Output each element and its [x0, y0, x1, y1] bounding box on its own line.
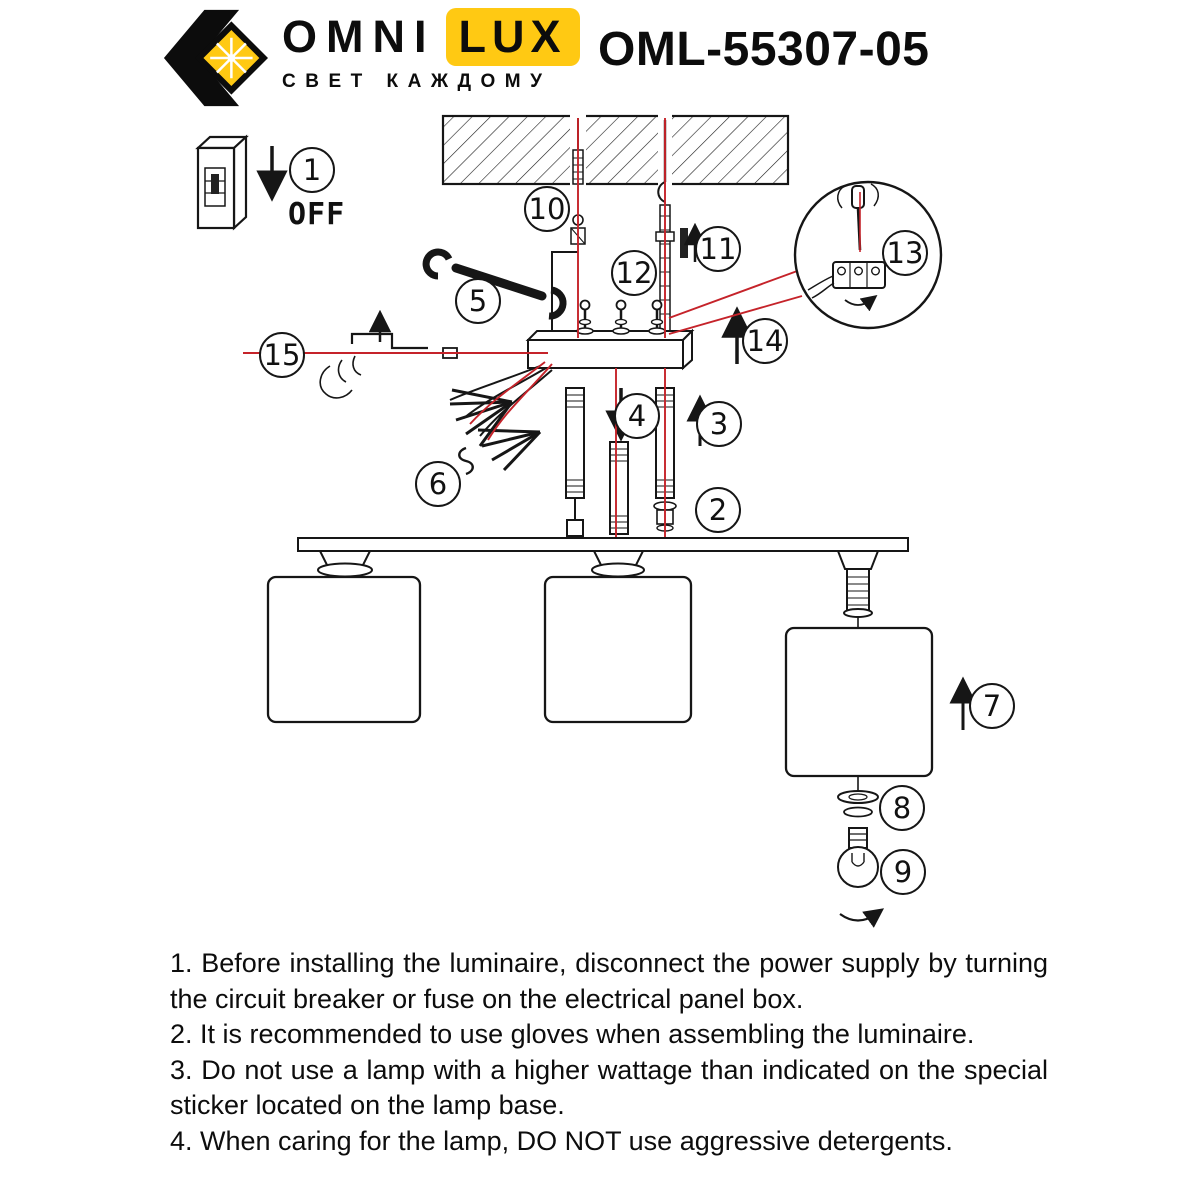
brand-tagline: СВЕТ КАЖДОМУ: [282, 71, 552, 92]
screw-icons: [576, 299, 666, 335]
model-number: OML-55307-05: [598, 23, 930, 76]
lampshade-middle: [543, 575, 693, 724]
callout-15: 15: [259, 332, 305, 378]
pin-icon: [680, 228, 688, 258]
callout-6: 6: [415, 461, 461, 507]
omnilux-logo-icon: [163, 9, 268, 107]
mounting-plate-icon: [525, 328, 695, 371]
canopy-left-icon: [317, 550, 373, 578]
callout-9: 9: [880, 849, 926, 895]
ceiling-icon: [441, 114, 790, 186]
connector-block-icon: [566, 519, 584, 537]
brand-name-lux: LUX: [445, 8, 580, 66]
canopy-middle-icon: [591, 550, 645, 578]
callout-3: 3: [696, 401, 742, 447]
callout-4: 4: [614, 393, 660, 439]
off-label: OFF: [288, 197, 345, 232]
header: OMNI LUX СВЕТ КАЖДОМУ OML-55307-05: [0, 0, 1200, 110]
power-panel-icon: [195, 134, 249, 231]
instruction-step-4: 4. When caring for the lamp, DO NOT use …: [170, 1125, 953, 1156]
callout-14: 14: [742, 318, 788, 364]
fixture-bar: [297, 537, 909, 552]
threaded-pipe-left-icon: [565, 387, 585, 499]
rotate-arrow-icon: [839, 908, 885, 928]
callout-13: 13: [882, 230, 928, 276]
spring-icon: [458, 446, 474, 476]
threaded-pipe-middle-icon: [609, 441, 629, 535]
callout-7: 7: [969, 683, 1015, 729]
instruction-step-2: 2. It is recommended to use gloves when …: [170, 1019, 975, 1049]
instructions: 1. Before installing the luminaire, disc…: [170, 946, 1048, 1159]
brand-logo: OMNI LUX СВЕТ КАЖДОМУ: [162, 8, 580, 108]
instruction-step-3: 3. Do not use a lamp with a higher watta…: [170, 1054, 1048, 1121]
instruction-step-1: 1. Before installing the luminaire, disc…: [170, 948, 1048, 1014]
callout-8: 8: [879, 785, 925, 831]
callout-11: 11: [695, 226, 741, 272]
wrench-icon: [422, 248, 567, 320]
callout-10: 10: [524, 186, 570, 232]
callout-1: 1: [289, 147, 335, 193]
bulb-icon: [837, 790, 879, 888]
brand-name-omni: OMNI: [282, 11, 436, 62]
callout-12: 12: [611, 250, 657, 296]
socket-right-icon: [836, 550, 880, 618]
detail-circle: [793, 180, 943, 330]
wire-bundle-icons: [449, 365, 553, 472]
lampshade-right: [784, 626, 934, 778]
brand-text: OMNI LUX СВЕТ КАЖДОМУ: [282, 8, 580, 93]
hand-icon: [319, 332, 428, 399]
lampshade-left: [266, 575, 422, 724]
callout-2: 2: [695, 487, 741, 533]
callout-5: 5: [455, 278, 501, 324]
